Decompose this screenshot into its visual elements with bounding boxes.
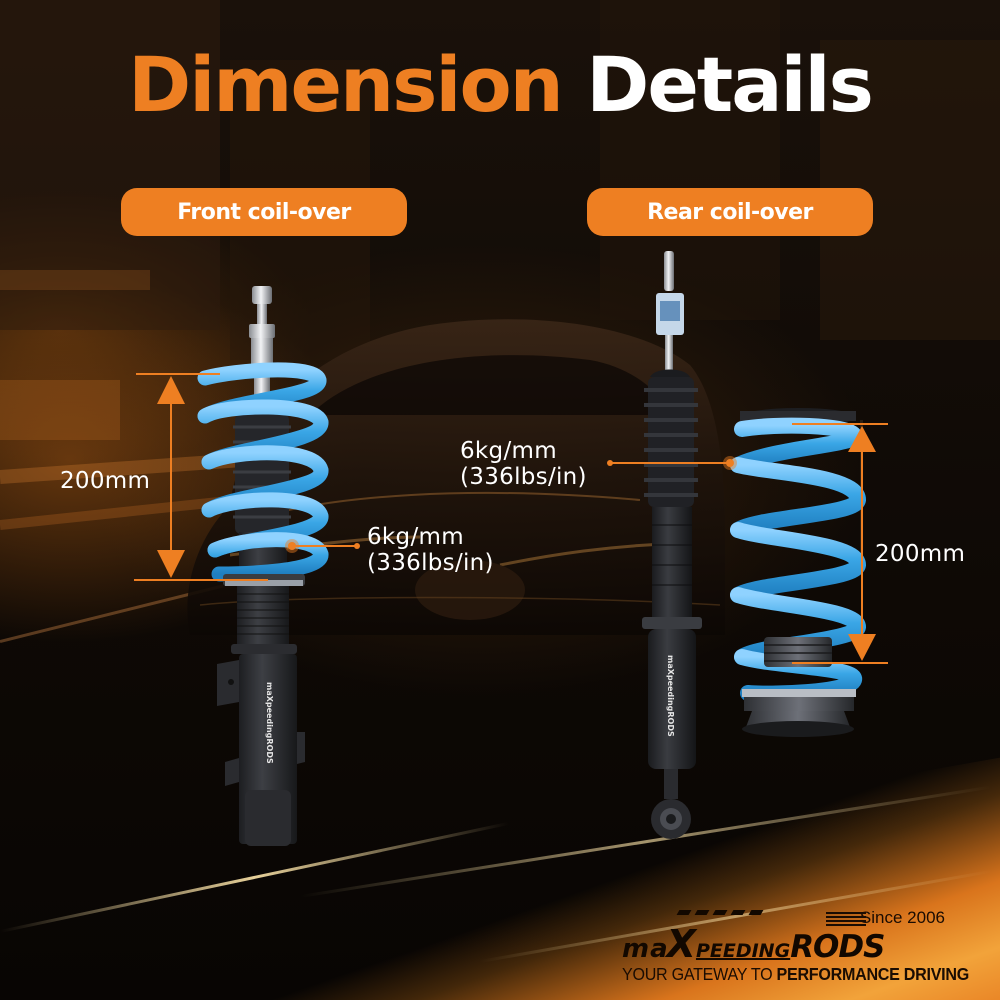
title-dimension: Dimension <box>128 40 564 129</box>
front-coilover-image: maXpeedingRODS <box>197 286 329 846</box>
rear-height-label: 200mm <box>875 541 966 567</box>
front-spring-rate-kg: 6kg/mm <box>367 524 464 550</box>
page-title: Dimension Details <box>0 47 1000 123</box>
front-spring-rate: 6kg/mm (336lbs/in) <box>367 524 494 577</box>
brand-wordmark: maXPEEDINGRODS <box>622 922 885 966</box>
rear-shock-image: maXpeedingRODS <box>642 251 702 839</box>
brand-logo: Since 2006 maXPEEDINGRODS YOUR GATEWAY T… <box>620 908 969 986</box>
since-year: Since 2006 <box>859 908 945 927</box>
speed-lines-icon <box>826 912 866 928</box>
title-details: Details <box>586 40 874 129</box>
svg-text:maXpeedingRODS: maXpeedingRODS <box>666 655 675 737</box>
rear-spring-rate-lbs: (336lbs/in) <box>460 464 587 491</box>
rear-spring-rate-kg: 6kg/mm <box>460 438 557 464</box>
front-height-label: 200mm <box>60 468 151 494</box>
rear-spring-rate: 6kg/mm (336lbs/in) <box>460 438 587 491</box>
front-spring-rate-lbs: (336lbs/in) <box>367 550 494 577</box>
brand-tagline: YOUR GATEWAY TO PERFORMANCE DRIVING <box>622 964 969 984</box>
svg-text:maXpeedingRODS: maXpeedingRODS <box>265 682 274 764</box>
rear-spring-image <box>730 408 867 737</box>
rear-coilover-label: Rear coil-over <box>587 188 873 236</box>
checkered-flag-icon <box>676 910 764 915</box>
front-coilover-label: Front coil-over <box>121 188 407 236</box>
